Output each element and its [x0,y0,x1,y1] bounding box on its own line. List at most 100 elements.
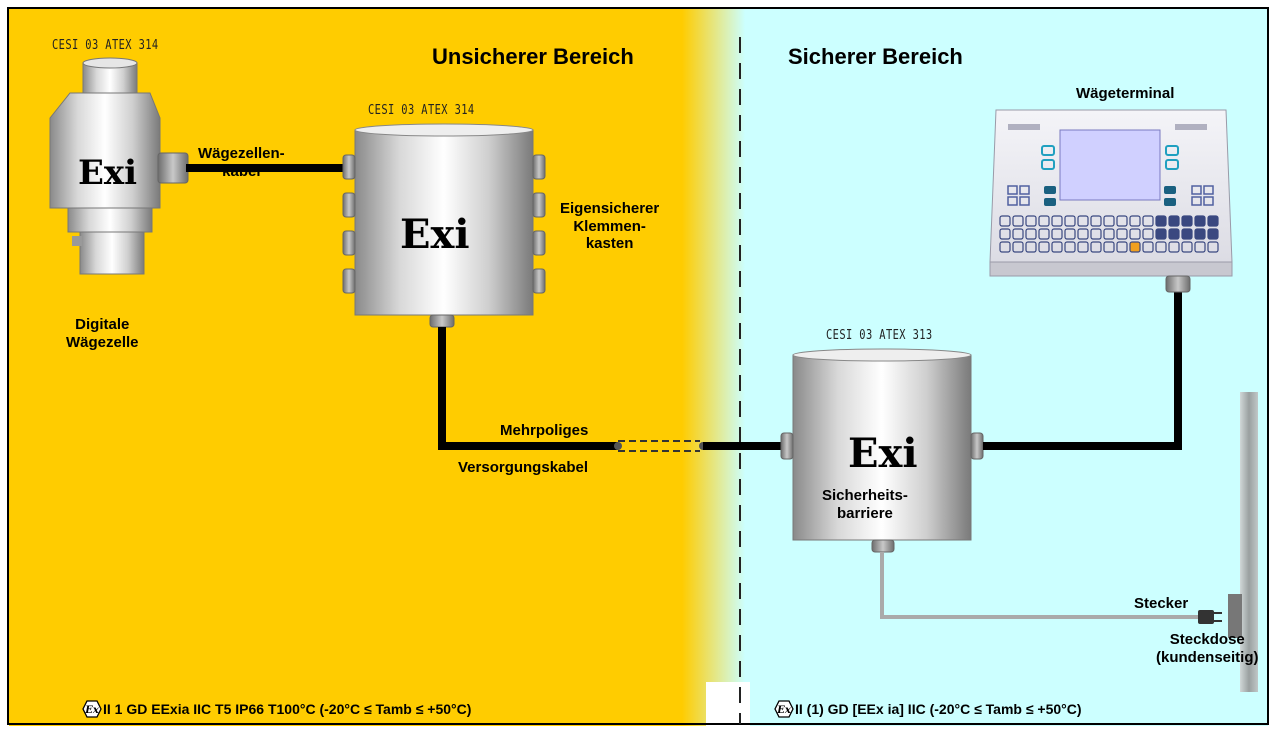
safe-area-marking: Ex II (1) GD [EEx ia] IIC (-20°C ≤ Tamb … [774,700,1082,718]
terminal-key [999,228,1011,240]
terminal-key [999,241,1011,253]
terminal-key [1051,215,1063,227]
terminal-key [1090,228,1102,240]
junction-box-label-line1: Eigensicherer [560,200,660,217]
terminal-key [1155,241,1167,253]
terminal-label: Wägeterminal [1076,85,1175,102]
power-cable [880,552,1198,619]
load-cell-cable-label-line2: kabel [222,162,261,180]
terminal-key [1142,215,1154,227]
terminal-key [1168,241,1180,253]
hazardous-area-title: Unsicherer Bereich [432,44,634,69]
terminal-key [1064,241,1076,253]
hazardous-area-marking-text: II 1 GD EExia IIC T5 IP66 T100°C (-20°C … [103,701,472,717]
terminal-key [1064,228,1076,240]
load-cell-certificate: CESI 03 ATEX 314 [52,38,159,53]
ex-hexagon-icon: Ex [82,700,102,718]
terminal-key [1181,241,1193,253]
terminal-key [1077,215,1089,227]
terminal-key [1116,215,1128,227]
junction-box-label-line2: Klemmen- [573,217,646,235]
load-cell: Exi [49,57,189,275]
terminal-key [1155,228,1167,240]
svg-text:Ex: Ex [84,705,100,716]
terminal-key [1064,215,1076,227]
load-cell-ex-symbol: Exi [78,153,137,193]
terminal-key [1194,228,1206,240]
barrier-label: Sicherheits- barriere [822,487,908,522]
terminal-key [1038,215,1050,227]
terminal-key [1168,215,1180,227]
barrier-certificate: CESI 03 ATEX 313 [826,328,933,343]
terminal-key [1025,215,1037,227]
terminal-key [999,215,1011,227]
terminal-key [1129,215,1141,227]
terminal-key [1129,241,1141,253]
terminal-key [1116,228,1128,240]
socket-label-line2: (kundenseitig) [1156,648,1259,666]
plug [1198,610,1222,624]
terminal-key [1090,215,1102,227]
safe-area-title: Sicherer Bereich [788,44,963,69]
plug-label: Stecker [1134,595,1189,612]
terminal-key [1181,215,1193,227]
terminal-key [1077,241,1089,253]
terminal-key [1129,228,1141,240]
terminal-key [1103,228,1115,240]
terminal-key [1181,228,1193,240]
terminal-key [1142,228,1154,240]
terminal-key [1103,215,1115,227]
terminal-key [1012,228,1024,240]
terminal-key [1207,241,1219,253]
terminal-key [1012,241,1024,253]
terminal-key [1194,241,1206,253]
terminal-key [1207,215,1219,227]
terminal-key [1051,228,1063,240]
junction-box-certificate: CESI 03 ATEX 314 [368,103,475,118]
terminal-key [1142,241,1154,253]
terminal-key [1207,228,1219,240]
barrier-ex-symbol: Exi [848,430,918,477]
socket [1228,594,1242,638]
socket-label: Steckdose (kundenseitig) [1156,631,1259,666]
terminal-key [1194,215,1206,227]
terminal-key [1051,241,1063,253]
socket-label-line1: Steckdose [1169,631,1245,648]
terminal-key [1090,241,1102,253]
supply-cable-label-line1: Mehrpoliges [500,422,589,439]
terminal-key [1038,241,1050,253]
load-cell-cable-label: Wägezellen- kabel [198,145,285,180]
safe-area-marking-text: II (1) GD [EEx ia] IIC (-20°C ≤ Tamb ≤ +… [795,701,1082,717]
junction-box-label: Eigensicherer Klemmen- kasten [560,200,659,253]
junction-box: Exi [342,123,546,328]
weighing-terminal [989,109,1233,293]
terminal-key [1025,228,1037,240]
load-cell-label-line1: Digitale [75,316,130,333]
white-gap-bottom [706,682,750,731]
barrier-label-line2: barriere [837,504,893,522]
ex-hexagon-icon: Ex [774,700,794,718]
terminal-key [1103,241,1115,253]
terminal-cable [983,292,1182,450]
terminal-key [1168,228,1180,240]
terminal-key [1116,241,1128,253]
svg-text:Ex: Ex [776,705,792,716]
junction-box-ex-symbol: Exi [400,211,470,258]
load-cell-label-line2: Wägezelle [66,333,139,351]
frame [7,7,1269,725]
load-cell-label: Digitale Wägezelle [66,316,139,351]
barrier-label-line1: Sicherheits- [822,487,908,504]
terminal-key [1012,215,1024,227]
terminal-key [1025,241,1037,253]
supply-cable-label-line2: Versorgungskabel [458,459,589,476]
terminal-key [1038,228,1050,240]
terminal-keyboard [999,215,1219,253]
load-cell-cable-label-line1: Wägezellen- [198,145,285,162]
safety-barrier: Exi [780,348,984,553]
white-gap-left [0,570,9,731]
hazardous-area-marking: Ex II 1 GD EExia IIC T5 IP66 T100°C (-20… [82,700,471,718]
wall-post [1240,392,1258,692]
supply-cable-end-left [614,442,622,450]
